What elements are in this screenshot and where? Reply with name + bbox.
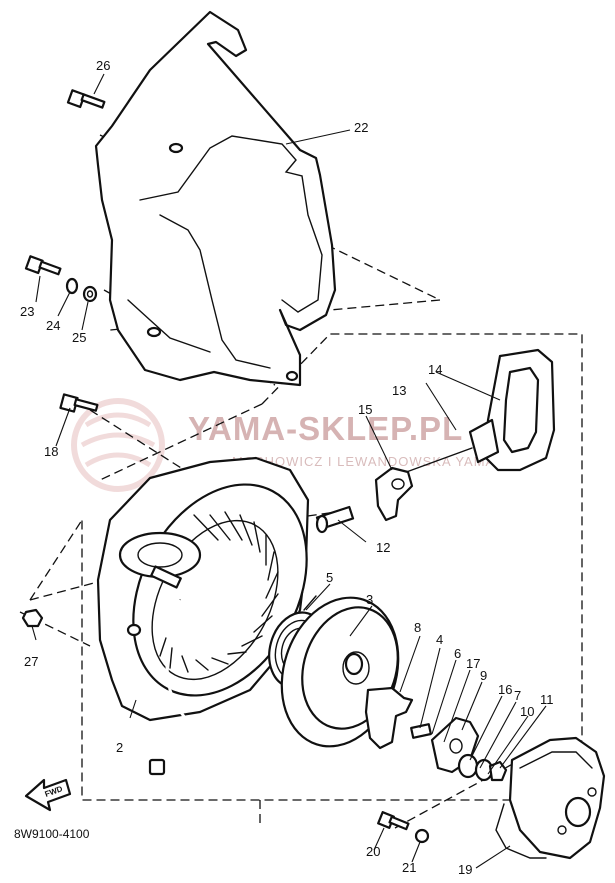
part-27-nut bbox=[21, 608, 44, 628]
part-20-bolt bbox=[377, 811, 410, 831]
callout-16: 16 bbox=[498, 682, 512, 697]
part-15-rope-guide bbox=[374, 466, 414, 522]
callout-18: 18 bbox=[44, 444, 58, 459]
part-23-bolt bbox=[24, 255, 62, 276]
part-2-starter-case bbox=[96, 456, 310, 722]
part-24-washer bbox=[65, 277, 79, 295]
callout-9: 9 bbox=[480, 668, 487, 683]
part-8-pawl bbox=[364, 686, 414, 750]
diagram-code: 8W9100-4100 bbox=[14, 827, 90, 841]
part-25-nut bbox=[82, 285, 98, 303]
starter-case-fins bbox=[159, 511, 279, 673]
part-14-starter-handle bbox=[468, 348, 556, 472]
watermark-title: YAMA-SKLEP.PL bbox=[188, 410, 463, 447]
part-18-bolt bbox=[59, 393, 99, 413]
callout-10: 10 bbox=[520, 704, 534, 719]
watermark-logo bbox=[71, 398, 165, 492]
part-11-nut bbox=[488, 760, 508, 782]
callout-24: 24 bbox=[46, 318, 60, 333]
callout-26: 26 bbox=[96, 58, 110, 73]
part-22-fan-cover bbox=[94, 10, 337, 387]
watermark: YAMA-SKLEP.PL MOSHOWICZ I LEWANDOWSKA YA… bbox=[71, 398, 514, 492]
part-21-washer bbox=[414, 828, 430, 844]
part-16-spring bbox=[457, 753, 479, 779]
leader-lines bbox=[31, 73, 547, 869]
callout-17: 17 bbox=[466, 656, 480, 671]
callout-22: 22 bbox=[354, 120, 368, 135]
part-26-bolt bbox=[66, 89, 106, 109]
callout-11: 11 bbox=[540, 692, 554, 707]
callout-27: 27 bbox=[24, 654, 38, 669]
starter-rope-hose bbox=[148, 599, 244, 784]
part-12-shaft bbox=[315, 505, 355, 534]
callout-14: 14 bbox=[428, 362, 442, 377]
callout-labels: 26 22 23 24 25 14 13 15 18 12 5 3 8 4 6 … bbox=[20, 58, 554, 877]
callout-23: 23 bbox=[20, 304, 34, 319]
callout-4: 4 bbox=[436, 632, 443, 647]
callout-2: 2 bbox=[116, 740, 123, 755]
callout-20: 20 bbox=[366, 844, 380, 859]
callout-3: 3 bbox=[366, 592, 373, 607]
callout-7: 7 bbox=[514, 688, 521, 703]
callout-21: 21 bbox=[402, 860, 416, 875]
callout-8: 8 bbox=[414, 620, 421, 635]
callout-12: 12 bbox=[376, 540, 390, 555]
forward-arrow-badge: FWD bbox=[24, 778, 72, 812]
callout-5: 5 bbox=[326, 570, 333, 585]
part-19-pulley bbox=[495, 736, 606, 860]
callout-25: 25 bbox=[72, 330, 86, 345]
callout-19: 19 bbox=[458, 862, 472, 877]
callout-15: 15 bbox=[358, 402, 372, 417]
callout-13: 13 bbox=[392, 383, 406, 398]
callout-6: 6 bbox=[454, 646, 461, 661]
